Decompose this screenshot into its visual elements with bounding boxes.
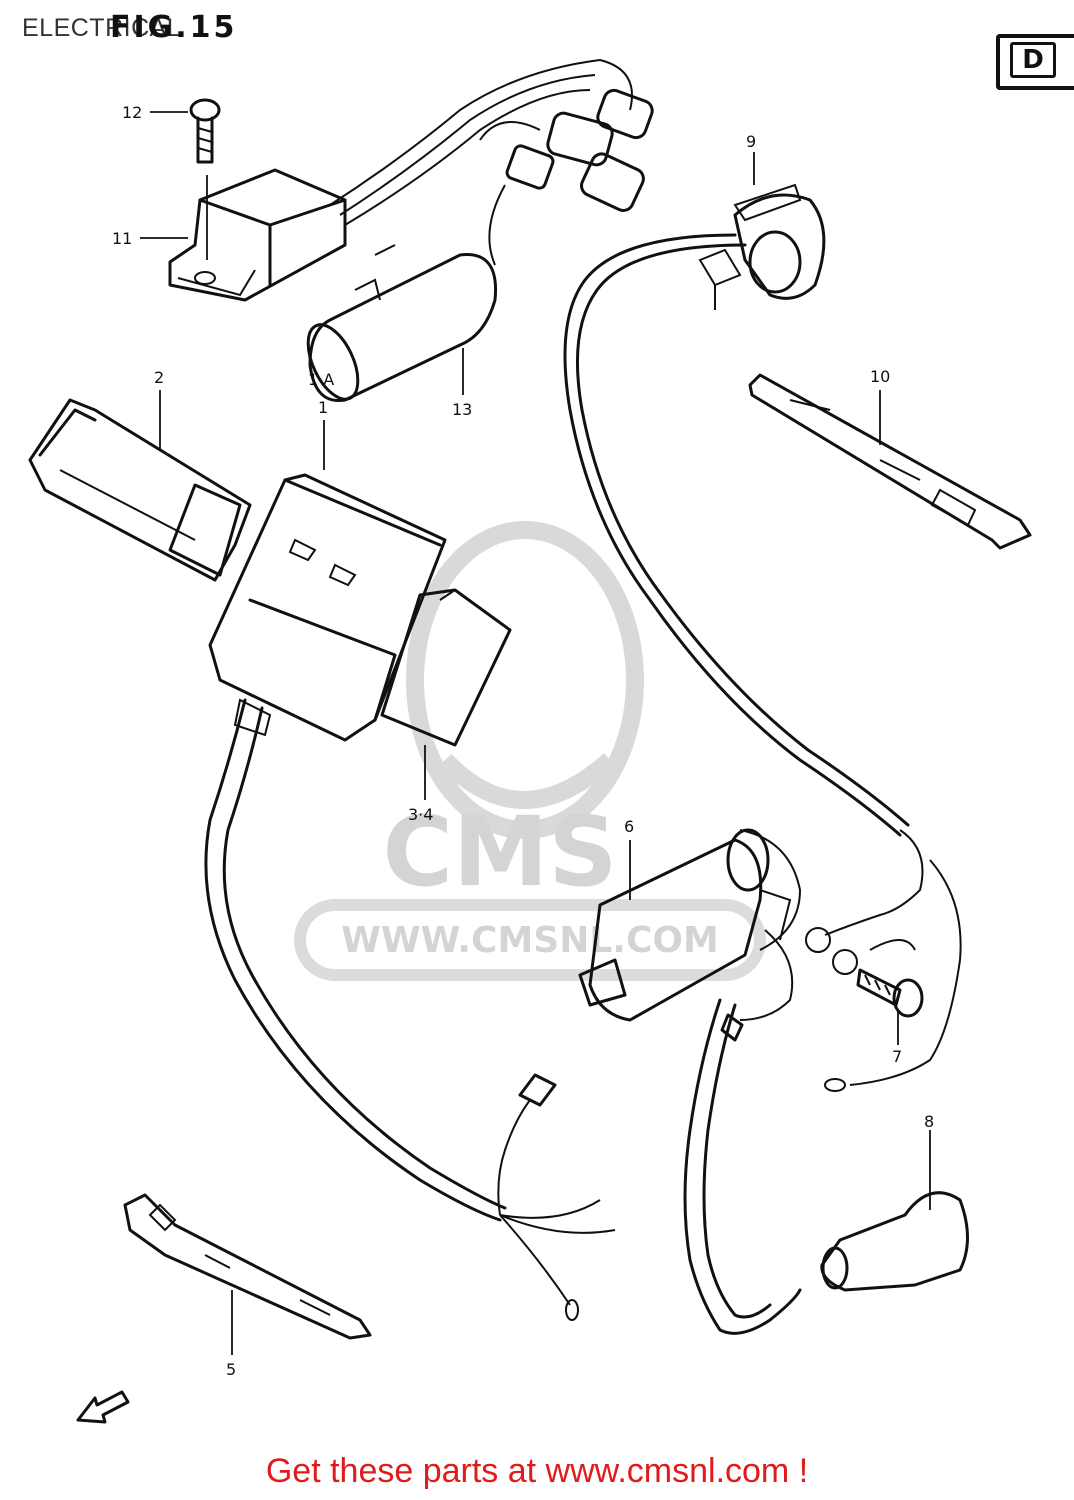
watermark-url-box <box>294 899 766 981</box>
ref-label-8: 8 <box>924 1112 934 1131</box>
ref-label-9: 9 <box>746 132 756 151</box>
part-cable-band-10[interactable] <box>748 373 1032 550</box>
ref-label-11: 11 <box>112 229 132 248</box>
ref-label-3-4: 3·4 <box>408 805 433 824</box>
leader-lines <box>140 111 931 1355</box>
ref-label-13: 13 <box>452 400 472 419</box>
part-condenser-13[interactable] <box>298 244 498 407</box>
part-harness-end-terminals[interactable] <box>497 1073 616 1321</box>
watermark-mascot-icon <box>406 521 644 839</box>
page-title: ELECTRICAL <box>22 14 182 42</box>
part-cdi-unit-1[interactable] <box>208 473 447 742</box>
parts-diagram: CMS WWW.CMSNL.COM <box>28 58 1032 1424</box>
watermark-mascot-mouth-icon <box>438 753 616 809</box>
ref-label-10: 10 <box>870 367 890 386</box>
part-band-2[interactable] <box>28 398 252 582</box>
part-cushion-3-4[interactable] <box>380 588 512 747</box>
part-screw-12[interactable] <box>189 98 221 164</box>
part-ignition-coil-6[interactable] <box>578 828 802 1042</box>
ref-label-7: 7 <box>892 1047 902 1066</box>
part-plug-cap-8[interactable] <box>820 1191 969 1292</box>
section-badge: D <box>996 34 1074 90</box>
figure-label: FIG.15 <box>110 10 238 45</box>
watermark: CMS WWW.CMSNL.COM <box>294 521 766 981</box>
ref-label-1: 1 <box>318 398 328 417</box>
front-arrow-icon <box>76 1390 130 1424</box>
ref-label-12: 12 <box>122 103 142 122</box>
watermark-brand: CMS <box>382 796 617 908</box>
watermark-url: WWW.CMSNL.COM <box>341 920 719 961</box>
part-earth-leads[interactable] <box>805 829 962 1092</box>
reference-numbers: 12 11 9 2 1 A 13 10 1 3·4 6 7 8 5 <box>112 103 934 1379</box>
part-clamp-5[interactable] <box>123 1193 372 1340</box>
part-connector-cluster[interactable] <box>488 88 655 266</box>
ref-label-6: 6 <box>624 817 634 836</box>
section-badge-letter: D <box>1010 42 1056 78</box>
footer-cta-link[interactable]: Get these parts at www.cmsnl.com ! <box>265 1452 809 1490</box>
part-regulator-11[interactable] <box>168 58 633 302</box>
ref-label-1a: 1 A <box>308 370 334 389</box>
part-plug-cap-9[interactable] <box>698 183 826 310</box>
ref-label-5: 5 <box>226 1360 236 1379</box>
ref-label-2: 2 <box>154 368 164 387</box>
part-bolt-7[interactable] <box>856 968 924 1018</box>
